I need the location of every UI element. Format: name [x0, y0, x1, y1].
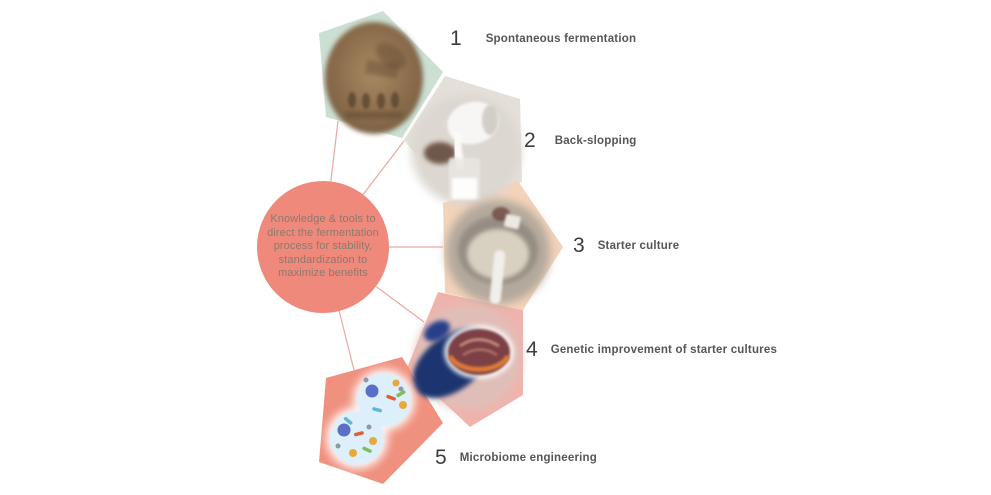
white-tab: [504, 214, 521, 230]
stage-number: 4: [526, 338, 538, 361]
cyan-rod-microbe: [372, 407, 382, 413]
stage-name: Spontaneous fermentation: [485, 33, 637, 45]
stage-name: Genetic improvement of starter cultures: [550, 344, 778, 356]
microbiome-cells-image: [326, 369, 415, 469]
stage-name: Microbiome engineering: [459, 452, 597, 464]
culture-streak: [462, 348, 498, 356]
relief-figure-small: [348, 92, 356, 108]
blue-microbe: [365, 384, 379, 398]
stage-name: Back-slopping: [554, 135, 637, 147]
petri-dish-glove-image: [412, 304, 521, 410]
cyan-rod-microbe: [343, 416, 353, 425]
culture-streak: [459, 338, 500, 348]
stage-label-5: 5 Microbiome engineering: [435, 446, 597, 470]
relief-base-line: [345, 112, 403, 118]
cell-body: [330, 411, 384, 465]
orange-microbe: [392, 379, 400, 387]
jug-shade: [482, 105, 498, 135]
hub-text-line: direct the fermentation: [267, 226, 379, 239]
central-hub-text: Knowledge & tools to direct the fermenta…: [251, 179, 395, 315]
starter-bowl-image: [446, 200, 550, 304]
pouring-hand-shadow: [424, 142, 456, 164]
gray-microbe: [366, 424, 372, 430]
gray-microbe: [363, 377, 369, 383]
stage-label-1: 1 Spontaneous fermentation: [450, 27, 636, 51]
stage-label-3: 3 Starter culture: [573, 234, 679, 258]
stage-number: 1: [450, 27, 462, 50]
egyptian-relief-image: [325, 22, 423, 134]
red-rod-microbe: [354, 431, 364, 437]
orange-microbe: [399, 401, 407, 409]
stage-number: 2: [524, 129, 536, 152]
orange-microbe: [369, 437, 377, 445]
green-rod-microbe: [362, 446, 372, 453]
hub-text-line: Knowledge & tools to: [270, 213, 376, 226]
dark-accent: [492, 207, 510, 221]
green-rod-microbe: [396, 390, 406, 398]
spoon: [489, 250, 506, 304]
blue-microbe: [337, 423, 351, 437]
stage-label-2: 2 Back-slopping: [524, 129, 637, 153]
orange-microbe: [349, 449, 357, 457]
stage-name: Starter culture: [597, 240, 680, 252]
stage-label-4: 4 Genetic improvement of starter culture…: [526, 338, 777, 362]
gray-microbe: [335, 443, 341, 449]
stage-number: 5: [435, 446, 447, 469]
milk-in-glass: [452, 178, 477, 199]
relief-band: [365, 59, 399, 79]
central-hub-circle: [257, 181, 389, 313]
red-rod-microbe: [386, 394, 396, 401]
hub-text-line: standardization to: [278, 253, 368, 266]
relief-figure-small: [362, 93, 370, 109]
milk-pouring-image: [411, 95, 521, 205]
glove-fingers: [424, 320, 450, 342]
hub-text-line: process for stability,: [273, 240, 373, 253]
gray-microbe: [398, 386, 404, 392]
stage-number: 3: [573, 234, 585, 257]
dish-rim: [447, 354, 511, 372]
culture-medium: [448, 329, 510, 375]
hub-text-line: maximize benefits: [278, 267, 368, 280]
relief-figure-small: [377, 93, 385, 109]
relief-figure-small: [391, 92, 399, 108]
